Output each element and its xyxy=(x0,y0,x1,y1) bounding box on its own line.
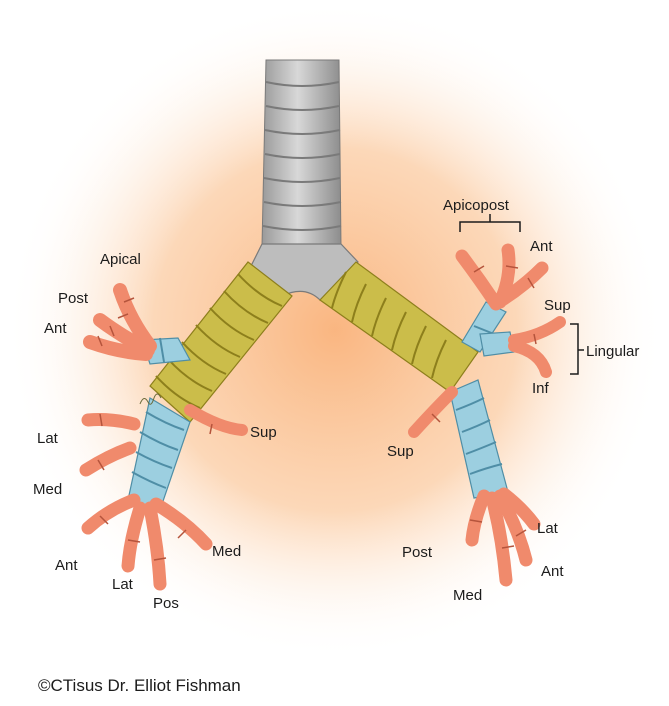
label-left-sup: Sup xyxy=(544,297,571,314)
label-left-ant-lower: Ant xyxy=(541,563,564,580)
label-left-post: Post xyxy=(402,544,433,561)
label-left-lat: Lat xyxy=(537,520,558,537)
label-right-lower-lat: Lat xyxy=(112,576,133,593)
label-right-ant: Ant xyxy=(44,320,67,337)
label-left-med: Med xyxy=(453,587,483,604)
label-lingular: Lingular xyxy=(586,343,640,360)
lingular-bracket xyxy=(570,323,584,375)
label-right-lat: Lat xyxy=(37,430,58,447)
label-right-med: Med xyxy=(33,481,63,498)
apicopost-bracket xyxy=(459,214,521,232)
label-right-apical: Apical xyxy=(100,251,141,268)
segment-rings xyxy=(97,265,537,561)
right-lower-bronchus xyxy=(127,397,191,511)
right-main-bronchus xyxy=(149,261,293,423)
label-right-lower-med: Med xyxy=(212,543,242,560)
label-apicopost: Apicopost xyxy=(443,197,509,214)
label-right-sup: Sup xyxy=(250,424,277,441)
label-left-lower-sup: Sup xyxy=(387,443,414,460)
segmental-bronchi xyxy=(79,243,566,591)
label-right-pos: Pos xyxy=(153,595,179,612)
artist-signature xyxy=(139,393,162,405)
label-left-ant: Ant xyxy=(530,238,553,255)
copyright-credit: ©CTisus Dr. Elliot Fishman xyxy=(38,676,241,695)
label-left-inf: Inf xyxy=(532,380,549,397)
label-right-post: Post xyxy=(58,290,89,307)
label-right-lower-ant: Ant xyxy=(55,557,78,574)
